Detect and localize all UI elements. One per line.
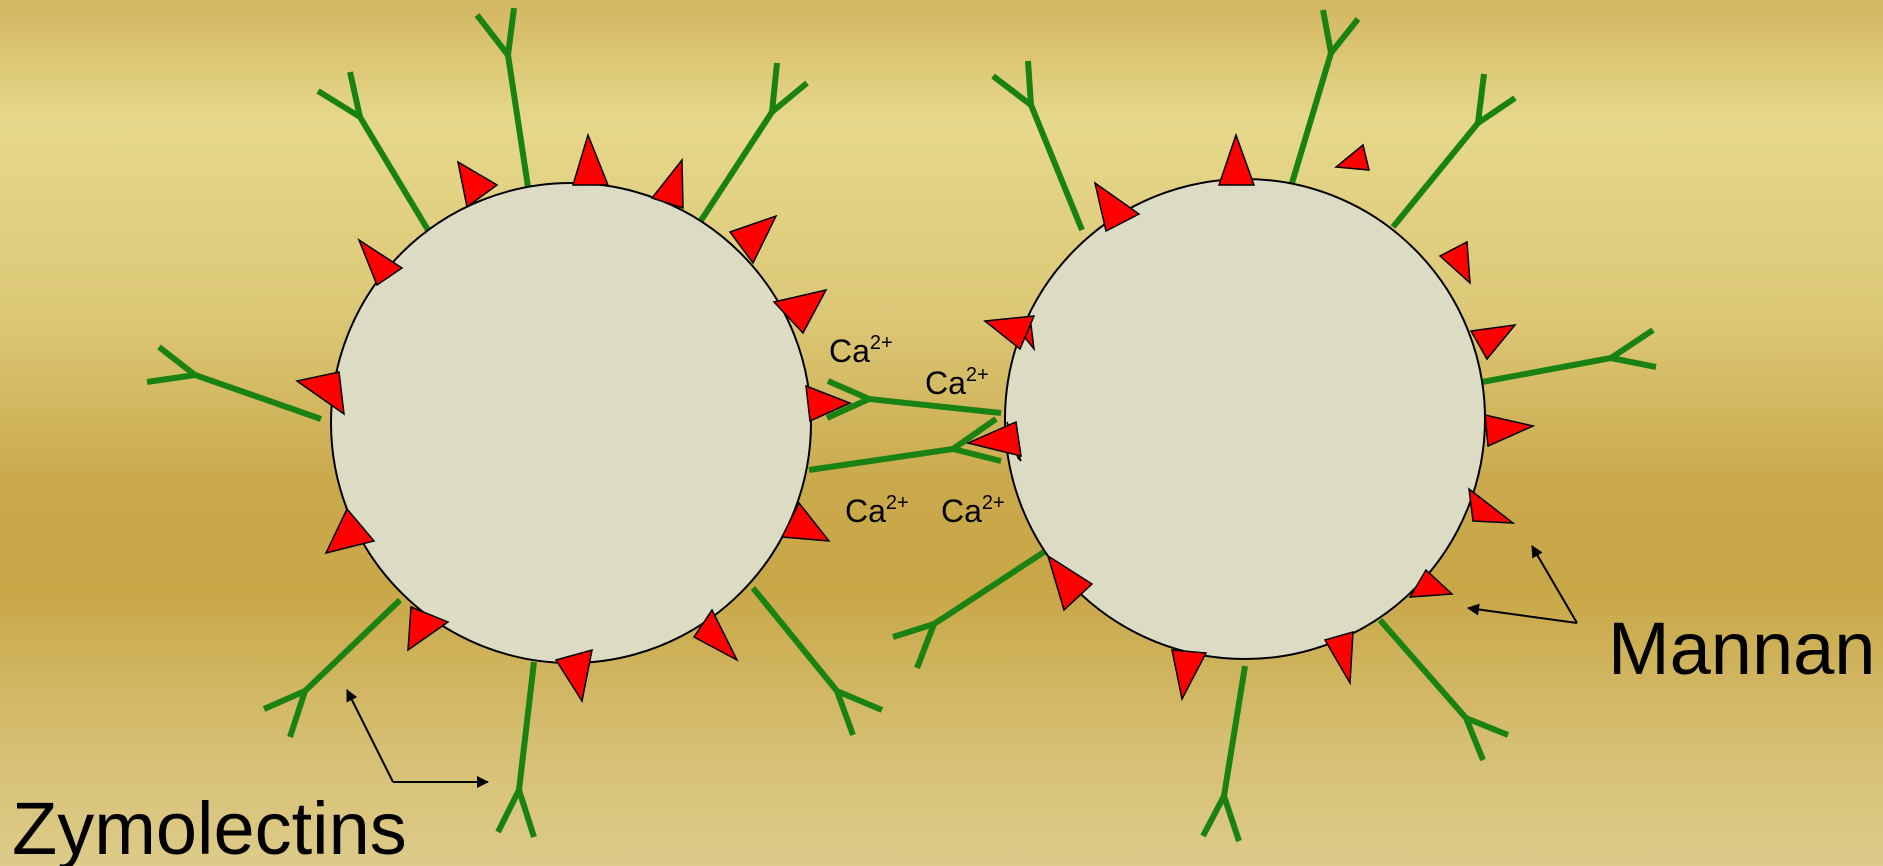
left-cell [331,183,811,663]
zymolectin-receptor-icon [753,588,882,735]
calcium-symbol: Ca [941,493,982,529]
mannan-arrow-left [1468,608,1577,623]
calcium-ion-label: Ca2+ [941,495,1005,527]
calcium-ion-label: Ca2+ [925,367,989,399]
zymolectin-receptor-icon [477,8,528,187]
zymolectin-receptor-icon [318,72,428,230]
cell-layer [331,179,1485,663]
mannan-triangle-icon [1471,325,1515,359]
mannan-triangle-icon [1219,135,1254,185]
calcium-symbol: Ca [925,365,966,401]
calcium-charge: 2+ [966,364,989,386]
calcium-charge: 2+ [886,492,909,514]
zymolectin-receptor-icon [993,61,1082,230]
mannan-triangle-icon [1440,242,1470,283]
mannan-triangle-icon [1325,632,1353,683]
mannan-triangle-icon [1469,489,1513,523]
mannan-triangle-icon [968,422,1021,456]
mannan-label: Mannan [1608,612,1875,686]
calcium-symbol: Ca [845,493,886,529]
zymolectin-receptor-icon [1482,330,1656,382]
mannan-triangle-icon [573,135,608,185]
calcium-ion-label: Ca2+ [829,335,893,367]
mannan-triangle-icon [1172,650,1206,699]
mannan-triangle-icon [1485,415,1533,446]
zymolectin-receptor-icon [700,63,807,222]
zymolectin-receptor-icon [498,662,534,837]
zymolectin-receptor-icon [147,347,321,419]
calcium-charge: 2+ [870,332,893,354]
zymolectin-receptor-icon [893,552,1044,668]
calcium-charge: 2+ [982,492,1005,514]
mannan-arrow-up [1532,546,1577,623]
zymolectin-receptor-icon [1393,74,1515,227]
zymolectin-arrow-up [347,690,393,782]
zymolectins-label: Zymolectins [12,792,407,866]
calcium-ion-label: Ca2+ [845,495,909,527]
zymolectin-receptor-icon [264,600,400,737]
zymolectin-receptor-icon [1203,666,1245,841]
mannan-triangle-icon [1336,145,1369,170]
calcium-symbol: Ca [829,333,870,369]
mannan-triangle-icon [297,372,344,414]
zymolectin-receptor-icon [1380,620,1508,760]
